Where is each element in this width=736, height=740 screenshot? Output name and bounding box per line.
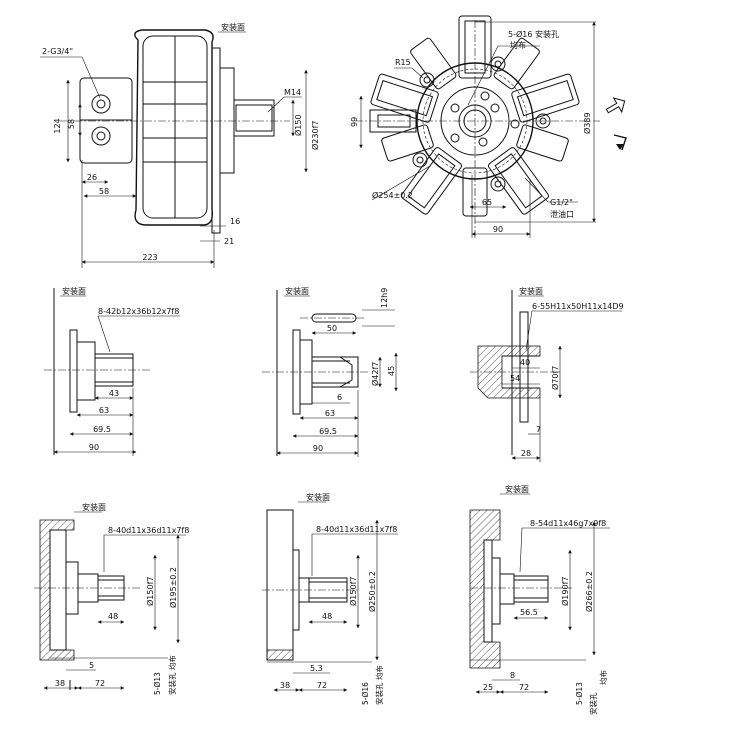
dim-e72: 72 <box>317 681 327 690</box>
dim-16: 16 <box>230 217 240 226</box>
label-spline-d: 8-40d11x36d11x7f8 <box>108 526 189 535</box>
dim-f565: 56.5 <box>520 608 538 617</box>
dim-58v: 58 <box>67 119 76 129</box>
label-holes-f-mount: 安装孔 <box>588 692 598 715</box>
dim-d150: Ø150 <box>293 114 303 136</box>
dim-d195: Ø195±0.2 <box>168 567 178 608</box>
dim-21: 21 <box>224 237 234 246</box>
dim-a43: 43 <box>109 389 119 398</box>
dim-d389: Ø389 <box>582 112 592 134</box>
dim-d38: 38 <box>55 679 65 688</box>
shaft-view-a: 安装面 8-42b12x36b12x7f8 43 63 69.5 90 <box>44 286 180 456</box>
dim-f8: 8 <box>510 671 515 680</box>
dim-c7: 7 <box>536 425 541 434</box>
dim-f25: 25 <box>483 683 493 692</box>
dim-90-top: 90 <box>493 225 503 234</box>
label-bolt-holes: 5-Ø16 安装孔 <box>508 29 559 39</box>
dim-b6: 6 <box>337 393 342 402</box>
dim-e250: Ø250±0.2 <box>367 571 377 612</box>
dim-f190: Ø190f7 <box>560 577 570 606</box>
dim-58h: 58 <box>99 187 109 196</box>
dim-c70: Ø70f7 <box>550 366 560 390</box>
label-mount-face-b: 安装面 <box>285 286 309 296</box>
dim-e150f7: Ø150f7 <box>348 577 358 606</box>
shaft-view-c: 安装面 6-55H11x50H11x14D9 40 54 Ø70f7 7 28 <box>470 286 624 462</box>
dim-b695: 69.5 <box>319 427 337 436</box>
label-drain: 泄油口 <box>550 209 574 219</box>
dim-124: 124 <box>53 118 62 133</box>
dim-d72: 72 <box>95 679 105 688</box>
dim-d230: Ø230f7 <box>310 121 320 150</box>
shaft-view-b: 安装面 50 12h9 Ø42f7 45 6 63 69.5 90 <box>262 286 398 457</box>
label-g12: G1/2" <box>550 198 573 207</box>
dim-d254: Ø254±0.2 <box>372 190 413 200</box>
dim-c40: 40 <box>520 358 530 367</box>
shaft-view-f: 安装面 8-54d11x46g7x9f8 56.5 Ø190f7 Ø266±0.… <box>469 484 610 715</box>
label-mount-face-d: 安装面 <box>82 502 106 512</box>
dim-a63: 63 <box>99 406 109 415</box>
label-holes-f: 5-Ø13 <box>575 682 584 705</box>
label-mount-face-f: 安装面 <box>505 484 529 494</box>
label-holes-d: 5-Ø13 <box>153 672 162 695</box>
label-m14: M14 <box>284 88 301 97</box>
dim-99: 99 <box>350 117 359 127</box>
label-mount-face-a: 安装面 <box>62 286 86 296</box>
label-holes-e-desc: 安装孔 均布 <box>374 665 384 705</box>
shaft-view-d: 安装面 8-40d11x36d11x7f8 48 Ø150f7 Ø195±0.2… <box>34 502 189 695</box>
label-mount-face-c: 安装面 <box>519 286 543 296</box>
dim-e53: 5.3 <box>310 664 323 673</box>
dim-65: 65 <box>482 198 492 207</box>
dim-c28: 28 <box>521 449 531 458</box>
label-spline-e: 8-40d11x36d11x7f8 <box>316 525 397 534</box>
dim-f72: 72 <box>519 683 529 692</box>
rotation-arrow-icon <box>605 97 626 114</box>
label-r15: R15 <box>395 58 411 67</box>
dim-e38: 38 <box>280 681 290 690</box>
shaft-view-e: 安装面 8-40d11x36d11x7f8 48 Ø150f7 Ø250±0.2… <box>262 492 398 705</box>
label-holes-f-evenly: 均布 <box>598 670 608 685</box>
dim-26: 26 <box>87 173 97 182</box>
dim-b50: 50 <box>327 324 337 333</box>
dim-d150f7: Ø150f7 <box>145 577 155 606</box>
rotation-arrow-icon <box>613 134 627 151</box>
arrow-head-icon <box>616 144 624 150</box>
label-mount-face-1: 安装面 <box>221 22 245 32</box>
label-mount-face-e: 安装面 <box>306 492 330 502</box>
dim-b90: 90 <box>313 444 323 453</box>
label-ports: 2-G3/4" <box>42 47 73 56</box>
dim-e48: 48 <box>322 612 332 621</box>
label-holes-d-desc: 安装孔 均布 <box>167 655 177 695</box>
dim-223: 223 <box>142 253 157 262</box>
label-holes-e: 5-Ø16 <box>361 682 370 705</box>
dim-c54: 54 <box>510 374 520 383</box>
dim-a90: 90 <box>89 443 99 452</box>
dim-a695: 69.5 <box>93 425 111 434</box>
label-spline-c: 6-55H11x50H11x14D9 <box>532 302 624 311</box>
dim-d48: 48 <box>108 612 118 621</box>
dim-b63: 63 <box>325 409 335 418</box>
label-spline-a: 8-42b12x36b12x7f8 <box>98 307 179 316</box>
dim-d5: 5 <box>89 661 94 670</box>
dim-b42: Ø42f7 <box>370 362 380 386</box>
dim-b12h9: 12h9 <box>380 288 389 308</box>
dim-b45: 45 <box>387 366 396 376</box>
label-evenly-top: 均布 <box>510 40 526 50</box>
motor-front-view: 99 Ø389 Ø254±0.2 65 90 5-Ø16 安装孔 均布 R15 … <box>350 15 627 240</box>
label-spline-f: 8-54d11x46g7x9f8 <box>530 519 606 528</box>
motor-side-view: 124 58 26 58 223 16 21 Ø150 Ø230f7 2-G3/… <box>40 22 320 268</box>
dim-f266: Ø266±0.2 <box>584 571 594 612</box>
